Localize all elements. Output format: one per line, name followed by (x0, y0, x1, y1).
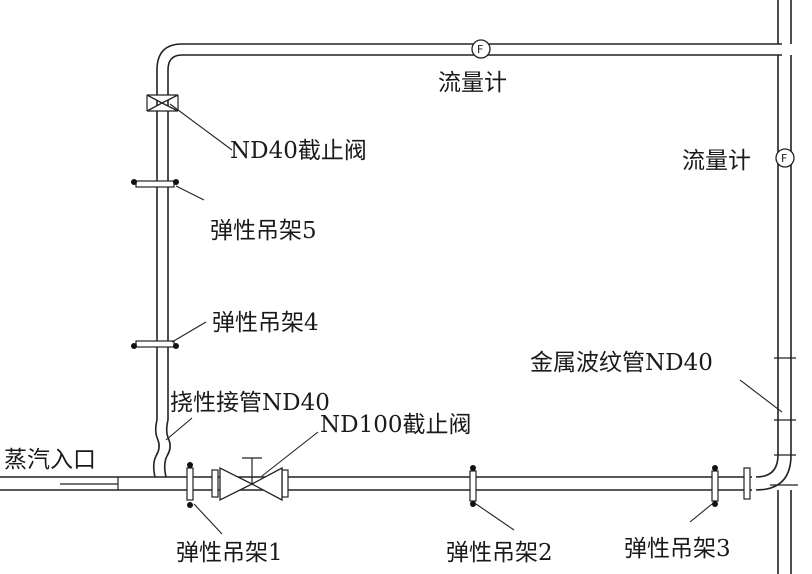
label-valve-nd100: ND100截止阀 (320, 412, 471, 438)
right-vertical-pipe (755, 0, 798, 574)
label-hanger1: 弹性吊架1 (176, 540, 283, 566)
label-hanger2: 弹性吊架2 (446, 540, 553, 566)
label-valve-nd40: ND40截止阀 (230, 138, 367, 164)
label-hanger3: 弹性吊架3 (624, 536, 731, 562)
flowmeter-right-letter: F (781, 152, 787, 165)
hanger1-icon (186, 462, 194, 508)
label-steam-inlet: 蒸汽入口 (4, 447, 96, 473)
label-bellows: 金属波纹管ND40 (530, 350, 713, 376)
flowmeter-top-letter: F (477, 43, 483, 56)
hanger2-icon (469, 465, 477, 507)
hanger5-icon (131, 179, 179, 188)
steam-inlet-stub (60, 477, 119, 490)
label-flowmeter-right: 流量计 (682, 148, 751, 174)
flowmeter-top-icon: F (471, 39, 491, 59)
flowmeter-right-icon: F (775, 148, 795, 168)
label-hanger5: 弹性吊架5 (210, 218, 317, 244)
nd100-valve-icon (219, 457, 283, 502)
left-vertical-pipe (152, 70, 171, 478)
hanger4-icon (131, 340, 179, 349)
elbow-flange (743, 467, 751, 500)
label-flowmeter-top: 流量计 (438, 70, 507, 96)
label-hanger4: 弹性吊架4 (212, 310, 319, 336)
hanger3-icon (711, 465, 719, 507)
main-horizontal-pipe (0, 476, 752, 491)
top-horizontal-pipe (156, 43, 782, 71)
label-flexible-pipe: 挠性接管ND40 (170, 390, 330, 416)
nd40-valve-icon (146, 94, 179, 112)
labels: 流量计 流量计 ND40截止阀 弹性吊架5 弹性吊架4 挠性接管ND40 ND1… (4, 70, 751, 566)
leader-lines (165, 103, 783, 535)
